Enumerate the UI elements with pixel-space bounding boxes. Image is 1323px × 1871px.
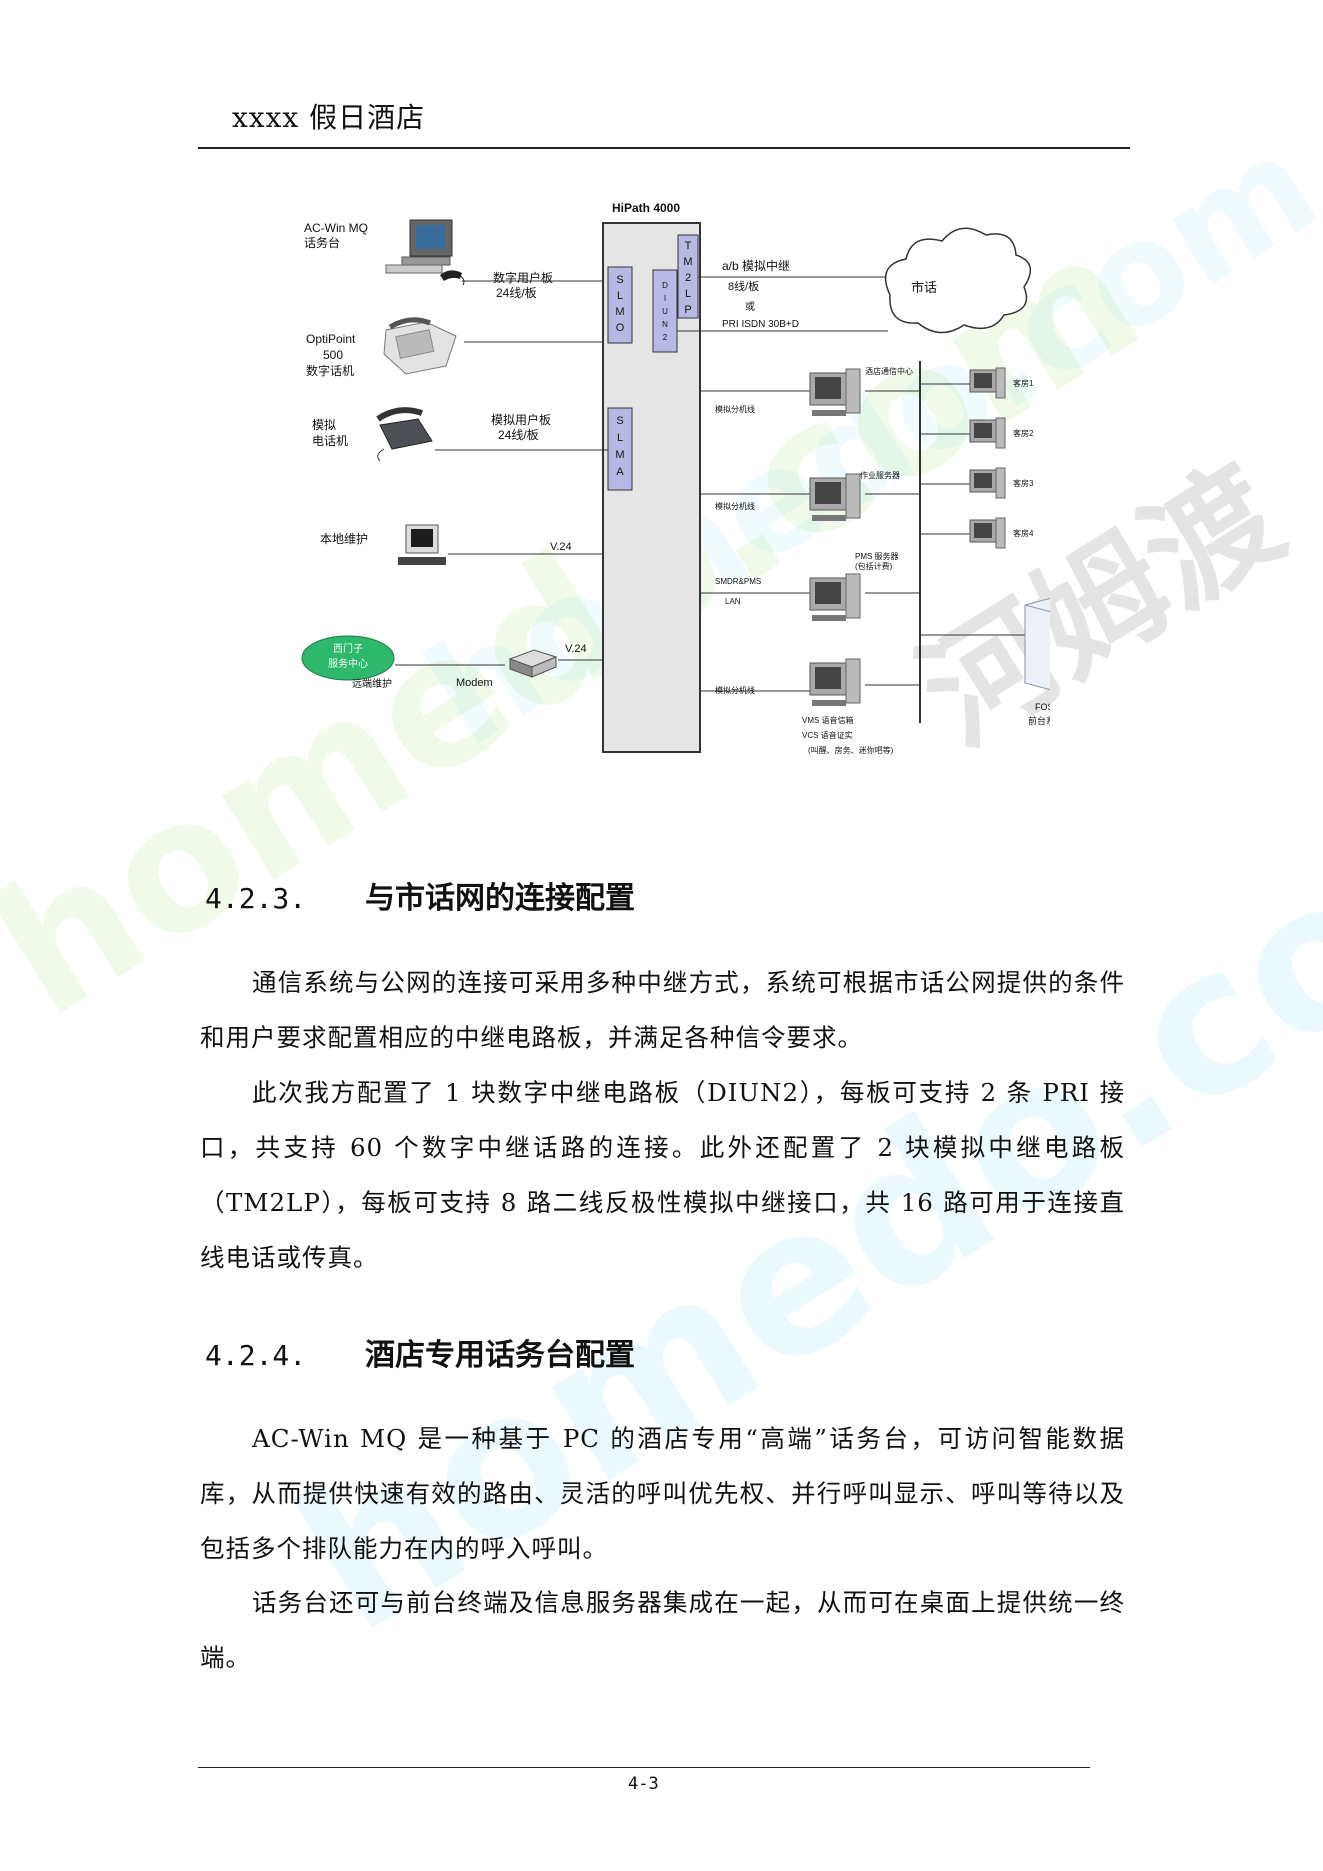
svg-text:M: M <box>615 449 624 461</box>
svg-text:本地维护: 本地维护 <box>320 532 368 546</box>
service-center-badge: 西门子 服务中心 <box>301 635 395 681</box>
svg-text:(包括计费): (包括计费) <box>855 561 893 571</box>
page-number: 4-3 <box>628 1774 659 1794</box>
svg-text:L: L <box>617 432 623 444</box>
svg-text:PMS 服务器: PMS 服务器 <box>855 551 899 561</box>
svg-text:P: P <box>684 304 691 316</box>
svg-text:I: I <box>664 294 666 303</box>
svg-text:U: U <box>662 307 668 316</box>
svg-text:前台系统: 前台系统 <box>1028 715 1050 726</box>
svg-text:S: S <box>616 274 623 286</box>
svg-text:远端维护: 远端维护 <box>352 677 392 690</box>
diun2-card: D I U N 2 <box>652 269 678 353</box>
section-number: 4.2.4. <box>205 1339 307 1372</box>
optipoint-phone-icon <box>383 317 457 375</box>
svg-text:8线/板: 8线/板 <box>728 279 759 293</box>
svg-text:V.24: V.24 <box>550 541 572 553</box>
svg-text:FOS: FOS <box>1035 702 1050 712</box>
svg-text:话务台: 话务台 <box>304 235 340 250</box>
vms-server-pc-icon <box>809 658 861 706</box>
svg-text:2: 2 <box>663 333 668 342</box>
svg-text:D: D <box>662 281 668 290</box>
svg-text:客房3: 客房3 <box>1013 478 1034 488</box>
svg-text:Modem: Modem <box>456 677 493 689</box>
svg-text:市话: 市话 <box>911 280 937 295</box>
section-heading: 4.2.3. 与市话网的连接配置 <box>205 873 635 917</box>
svg-text:O: O <box>616 322 625 334</box>
svg-text:24线/板: 24线/板 <box>498 428 539 442</box>
svg-text:LAN: LAN <box>725 597 741 606</box>
svg-text:L: L <box>617 290 623 302</box>
svg-text:客房1: 客房1 <box>1013 378 1034 388</box>
svg-text:(叫醒、房务、迷你吧等): (叫醒、房务、迷你吧等) <box>808 745 894 755</box>
svg-text:AC-Win MQ: AC-Win MQ <box>304 221 368 235</box>
modem-icon <box>508 649 558 678</box>
guest-room-terminal-icon <box>969 367 1006 549</box>
svg-text:客房4: 客房4 <box>1013 528 1034 538</box>
svg-text:N: N <box>662 320 668 329</box>
svg-text:数字话机: 数字话机 <box>306 363 354 378</box>
svg-text:24线/板: 24线/板 <box>496 286 537 300</box>
section-title: 酒店专用话务台配置 <box>365 1338 635 1373</box>
svg-text:模拟: 模拟 <box>312 418 336 432</box>
svg-text:客房2: 客房2 <box>1013 428 1034 438</box>
svg-text:a/b 模拟中继: a/b 模拟中继 <box>722 258 790 273</box>
acwin-console-icon <box>385 219 465 286</box>
analog-phone-icon <box>376 407 433 462</box>
svg-text:M: M <box>683 256 692 268</box>
section-heading: 4.2.4. 酒店专用话务台配置 <box>205 1330 635 1374</box>
page-header-title: xxxx 假日酒店 <box>232 101 426 134</box>
slma-card: S L M A <box>607 407 633 491</box>
svg-text:作业服务器: 作业服务器 <box>860 470 900 480</box>
section-number: 4.2.3. <box>205 882 307 915</box>
maintenance-terminal-icon <box>398 524 446 565</box>
pms-server-pc-icon <box>809 573 861 621</box>
header-divider <box>198 147 1130 149</box>
fos-server-icon <box>1024 597 1050 691</box>
svg-text:酒店通信中心: 酒店通信中心 <box>865 366 913 376</box>
slmo-card: S L M O <box>607 266 633 344</box>
svg-text:模拟用户板: 模拟用户板 <box>491 412 551 427</box>
svg-text:电话机: 电话机 <box>312 434 348 448</box>
svg-text:VMS 语音信箱: VMS 语音信箱 <box>802 715 854 725</box>
svg-text:500: 500 <box>323 348 343 362</box>
svg-text:M: M <box>615 306 624 318</box>
tm2lp-card: T M 2 L P <box>677 234 699 319</box>
public-network-cloud <box>884 227 1032 334</box>
body-paragraph: AC-Win MQ 是一种基于 PC 的酒店专用“高端”话务台，可访问智能数据库… <box>200 1424 1125 1563</box>
job-server-pc-icon <box>809 473 861 521</box>
hotel-comm-pc-icon <box>809 368 861 416</box>
system-title: HiPath 4000 <box>612 201 680 215</box>
svg-text:模拟分机线: 模拟分机线 <box>715 685 755 695</box>
footer-divider <box>198 1767 1090 1768</box>
svg-text:服务中心: 服务中心 <box>328 657 368 670</box>
svg-text:L: L <box>685 288 691 300</box>
svg-text:V.24: V.24 <box>565 643 587 655</box>
svg-text:T: T <box>685 240 692 252</box>
svg-text:S: S <box>616 415 623 427</box>
svg-text:模拟分机线: 模拟分机线 <box>715 404 755 414</box>
section-title: 与市话网的连接配置 <box>365 881 635 916</box>
network-diagram: HiPath 4000 S L M O D I U N 2 T M 2 L P … <box>301 201 1050 755</box>
svg-text:或: 或 <box>745 301 755 313</box>
svg-text:A: A <box>616 466 624 478</box>
body-paragraph: 话务台还可与前台终端及信息服务器集成在一起，从而可在桌面上提供统一终端。 <box>200 1588 1125 1672</box>
body-paragraph: 通信系统与公网的连接可采用多种中继方式，系统可根据市话公网提供的条件和用户要求配… <box>200 968 1125 1052</box>
svg-text:OptiPoint: OptiPoint <box>306 332 356 346</box>
svg-text:西门子: 西门子 <box>333 642 363 655</box>
body-paragraph: 此次我方配置了 1 块数字中继电路板（DIUN2），每板可支持 2 条 PRI … <box>200 1078 1125 1272</box>
svg-text:PRI ISDN 30B+D: PRI ISDN 30B+D <box>722 319 799 330</box>
svg-text:数字用户板: 数字用户板 <box>493 270 553 285</box>
svg-text:VCS 语音证实: VCS 语音证实 <box>802 730 853 740</box>
svg-text:2: 2 <box>685 272 691 284</box>
svg-text:模拟分机线: 模拟分机线 <box>715 501 755 511</box>
svg-text:SMDR&PMS: SMDR&PMS <box>715 577 761 586</box>
